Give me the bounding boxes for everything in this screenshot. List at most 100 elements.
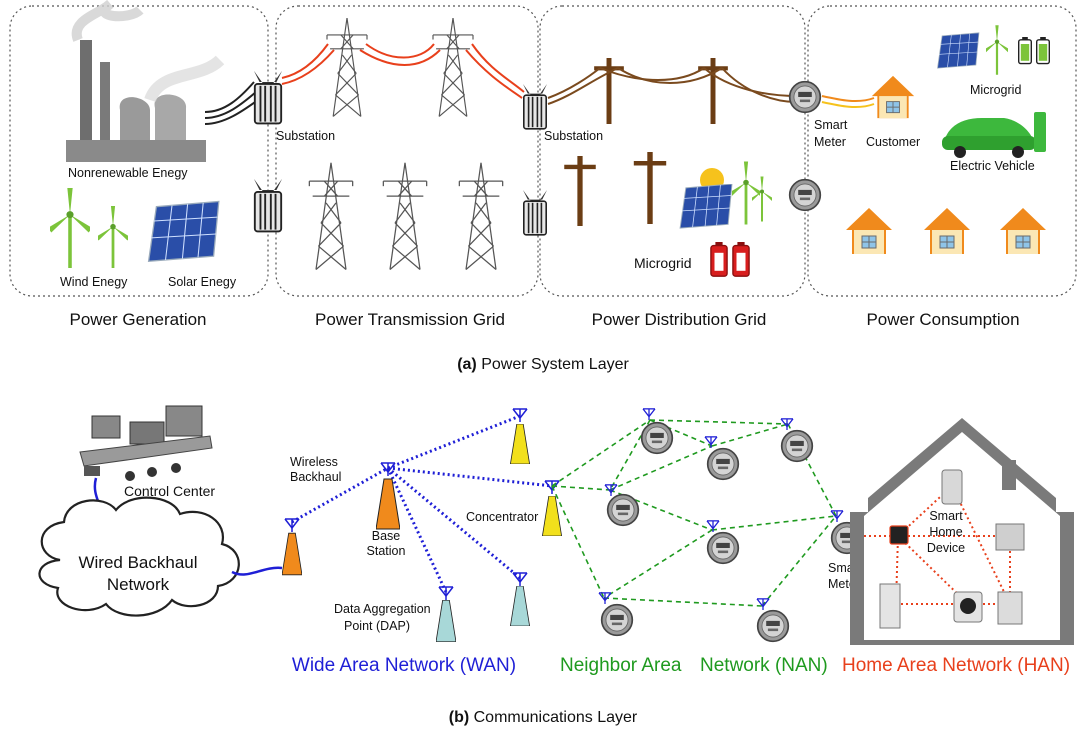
service-line xyxy=(821,101,875,109)
dap-tower-icon xyxy=(436,600,456,642)
antenna-icon xyxy=(284,518,300,532)
transmission-tower-icon xyxy=(326,18,368,118)
distribution-lines xyxy=(547,67,797,105)
concentrator-tower-icon xyxy=(510,424,530,464)
wind-turbine-icon xyxy=(50,188,90,268)
wired-backhaul-label-line2: Network xyxy=(107,575,170,594)
antenna-icon xyxy=(704,436,718,448)
caption-b: (b) Communications Layer xyxy=(449,709,638,726)
transmission-tower-icon xyxy=(308,162,354,271)
transmission-lines xyxy=(281,43,525,99)
nonrenewable-label: Nonrenewable Enegy xyxy=(68,166,188,180)
battery-icon xyxy=(732,241,750,277)
wind-turbine-icon xyxy=(986,25,1008,75)
refrigerator-icon xyxy=(879,583,901,629)
dap-tower-icon xyxy=(510,586,530,626)
transformer-icon xyxy=(252,70,284,125)
home-outline xyxy=(850,418,1074,645)
caption-a-text: Power System Layer xyxy=(481,356,629,373)
transformer-icon xyxy=(522,84,548,130)
substation-label-1: Substation xyxy=(276,129,335,143)
wan-tower-icon xyxy=(282,532,302,576)
generation-wires xyxy=(204,81,259,125)
smart-meter-label-line2: Meter xyxy=(814,135,846,149)
solar-panel-icon xyxy=(147,200,220,262)
chimney-icon xyxy=(1002,460,1016,490)
caption-a-prefix: (a) xyxy=(457,356,477,373)
caption-b-prefix: (b) xyxy=(449,709,469,726)
customer-label: Customer xyxy=(866,135,920,149)
wind-label: Wind Enegy xyxy=(60,275,128,289)
wan-links xyxy=(291,414,553,593)
smart-meter-icon xyxy=(756,609,790,643)
concentrator-tower-icon xyxy=(541,496,563,536)
house-icon xyxy=(871,75,915,119)
smart-home-device-label-line1: Smart xyxy=(929,509,963,523)
transformer-icon xyxy=(252,178,284,233)
wired-link xyxy=(231,566,283,576)
section-title-distribution: Power Distribution Grid xyxy=(592,310,767,329)
wireless-backhaul-label-line2: Backhaul xyxy=(290,470,341,484)
distribution-panel xyxy=(539,5,806,297)
base-station-label-line1: Base xyxy=(372,529,401,543)
solar-label: Solar Enegy xyxy=(168,275,237,289)
transmission-tower-icon xyxy=(432,18,474,118)
wind-turbine-icon xyxy=(732,161,760,225)
dryer-icon xyxy=(997,591,1023,625)
nan-links xyxy=(551,419,837,607)
consumption-panel xyxy=(807,5,1077,297)
communications-layer: Control Center Wired Backhaul Network Ba… xyxy=(38,405,1074,726)
smart-meter-icon xyxy=(780,429,814,463)
smart-meter-label-line1: Smart xyxy=(814,118,848,132)
smart-meter-icon xyxy=(640,421,674,455)
home-display-icon xyxy=(889,525,909,545)
power-system-layer: Nonrenewable Enegy Wind Enegy Solar Eneg… xyxy=(9,0,1077,373)
washer-door-icon xyxy=(960,598,976,614)
caption-a: (a) Power System Layer xyxy=(457,356,629,373)
smart-meter-icon xyxy=(606,493,640,527)
smart-meter-icon xyxy=(706,531,740,565)
smart-meter-icon xyxy=(788,178,822,212)
battery-icon xyxy=(710,241,728,277)
dap-label-line2: Point (DAP) xyxy=(344,619,410,633)
smart-home-device-label-line2: Home xyxy=(929,525,962,539)
nan-title-part1: Neighbor Area xyxy=(560,655,682,676)
generation-panel xyxy=(9,5,269,297)
antenna-icon xyxy=(780,418,794,430)
antenna-icon xyxy=(642,408,656,420)
battery-icon xyxy=(1036,36,1050,65)
house-icon xyxy=(845,207,893,255)
antenna-icon xyxy=(706,520,720,532)
wind-turbine-icon xyxy=(98,206,128,268)
antenna-icon xyxy=(756,598,770,610)
smart-meter-icon xyxy=(600,603,634,637)
dap-label-line1: Data Aggregation xyxy=(334,602,431,616)
transformer-icon xyxy=(522,190,548,236)
antenna-icon xyxy=(598,592,612,604)
microgrid-consumption-label: Microgrid xyxy=(970,83,1021,97)
house-icon xyxy=(999,207,1047,255)
control-center-icon xyxy=(79,405,213,481)
nan-title-part2: Network (NAN) xyxy=(700,655,828,676)
substation-label-2: Substation xyxy=(544,129,603,143)
section-title-consumption: Power Consumption xyxy=(866,310,1019,329)
smart-meter-icon xyxy=(706,447,740,481)
transmission-tower-icon xyxy=(382,162,428,271)
battery-icon xyxy=(1018,36,1032,65)
oven-icon xyxy=(995,523,1025,551)
section-title-transmission: Power Transmission Grid xyxy=(315,310,505,329)
smart-home-device-label-line3: Device xyxy=(927,541,965,555)
antenna-icon xyxy=(512,572,528,586)
microgrid-distribution-label: Microgrid xyxy=(634,255,692,271)
transmission-panel xyxy=(275,5,539,297)
wired-backhaul-label-line1: Wired Backhaul xyxy=(78,553,197,572)
control-center-label: Control Center xyxy=(124,483,215,499)
section-title-generation: Power Generation xyxy=(69,310,206,329)
han-title: Home Area Network (HAN) xyxy=(842,655,1070,676)
smart-meter-icon xyxy=(788,80,822,114)
electric-vehicle-label: Electric Vehicle xyxy=(950,159,1035,173)
solar-panel-icon xyxy=(679,184,733,229)
antenna-icon xyxy=(512,408,528,422)
house-icon xyxy=(923,207,971,255)
wireless-backhaul-label-line1: Wireless xyxy=(290,455,338,469)
